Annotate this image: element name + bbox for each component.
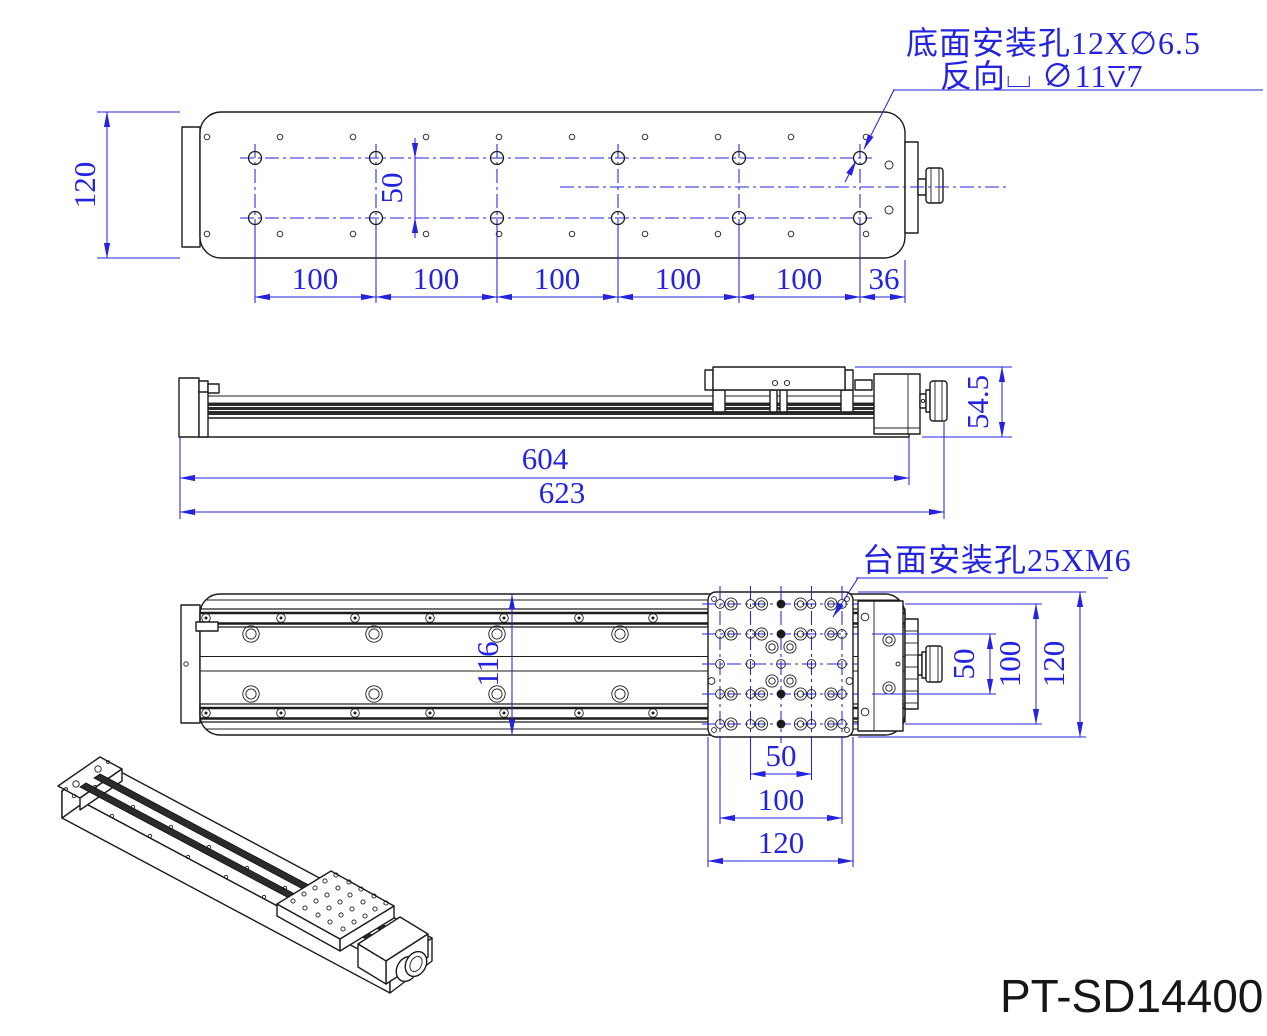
dim-text-116: 116 [470,641,505,686]
iso-stage-plate [276,870,395,952]
dim-text-623: 623 [539,475,586,510]
dim-text-pitch-36: 36 [869,261,900,296]
top-view-knob [917,167,944,204]
dim-top-50: 50 [374,138,419,238]
top-view: 120 50 100 100 100 100 [67,25,1263,303]
dim-text-54-5: 54.5 [960,375,995,429]
plan-view-bracket [857,600,943,732]
annotation-base-holes-line1: 底面安装孔12X∅6.5 [906,25,1201,61]
annotation-base-holes-line2: 反向⌴ ∅11⊽7 [940,58,1144,94]
dim-plan-right: 50 100 120 [858,591,1086,738]
dim-side-height: 54.5 [855,366,1012,438]
dim-text-pitch-1: 100 [292,261,339,296]
dim-text-bottom-100: 100 [758,782,805,817]
dim-text-right-50: 50 [946,649,981,680]
top-view-centerlines [240,144,1008,233]
table-m6-holes [715,597,847,731]
side-view: 604 623 54.5 [178,366,1012,519]
dim-text-pitch-5: 100 [776,261,823,296]
iso-view [57,756,433,994]
product-code: PT-SD14400 [1000,970,1263,1022]
dim-text-120: 120 [67,162,102,209]
dim-text-bottom-50: 50 [766,738,797,773]
dim-text-bottom-120: 120 [758,825,805,860]
dim-text-pitch-4: 100 [655,261,702,296]
base-small-holes [203,133,894,238]
dim-plan-bottom: 50 100 120 [707,737,854,867]
dim-side-623: 623 [179,422,945,519]
dim-plan-116: 116 [470,594,516,735]
dim-text-right-100: 100 [992,641,1027,688]
dim-side-604: 604 [179,437,910,519]
side-view-carriage [704,366,854,413]
dim-top-120: 120 [67,111,180,259]
side-view-bracket [854,373,948,435]
plan-view: 116 50 100 120 50 [180,542,1132,867]
dim-top-pitch-chain: 100 100 100 100 100 36 [254,232,906,303]
iso-screw-dots [71,784,288,900]
dim-text-604: 604 [522,441,569,476]
dim-text-right-120: 120 [1036,641,1071,688]
dim-text-50: 50 [374,173,409,204]
annotation-base-holes: 底面安装孔12X∅6.5 反向⌴ ∅11⊽7 [844,25,1263,183]
annotation-table-holes-text: 台面安装孔25XM6 [862,542,1132,578]
dim-text-pitch-3: 100 [534,261,581,296]
base-mounting-holes [247,150,868,226]
annotation-table-holes: 台面安装孔25XM6 [832,542,1132,618]
dim-text-pitch-2: 100 [413,261,460,296]
iso-end-block [357,916,429,985]
